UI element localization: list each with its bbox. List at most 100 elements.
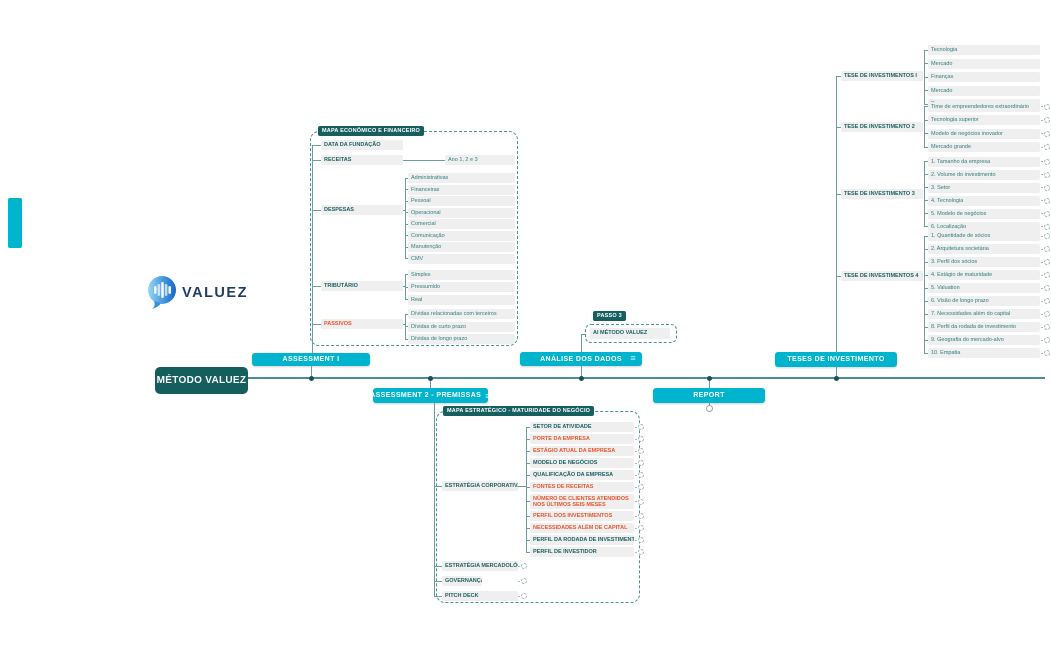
progress-circle-icon[interactable] [1044,103,1050,110]
topic-pill[interactable]: QUALIFICAÇÃO DA EMPRESA [530,470,634,480]
topic-pill[interactable]: PITCH DECK [442,591,518,601]
passo3-tag[interactable]: PASSO 3 [593,311,626,321]
topic-pill[interactable]: Real [408,294,515,305]
topic-pill[interactable]: 9. Geografia do mercado-alvo [928,335,1040,345]
root-topic-metodo-valuez[interactable]: MÉTODO VALUEZ [155,367,248,394]
topic-pill[interactable]: Financeiras [408,184,515,195]
topic-pill[interactable]: 2. Volume do investimento [928,169,1040,180]
progress-circle-icon[interactable] [1044,233,1050,239]
topic-pill[interactable]: 6. Localização [928,221,1040,232]
topic-despesas[interactable]: DESPESAS [321,205,403,215]
progress-circle-icon[interactable] [638,448,644,454]
branch-analise-dos-dados[interactable]: ANÁLISE DOS DADOS ≡ [520,352,642,366]
eco-map-title[interactable]: MAPA ECONÔMICO E FINANCEIRO [318,126,424,136]
topic-pill[interactable]: Simples [408,269,515,280]
branch-assessment-1[interactable]: ASSESSMENT I [252,353,370,366]
topic-pill[interactable]: PERFIL DA RODADA DE INVESTIMENTO [530,535,634,545]
progress-circle-icon[interactable] [638,537,644,543]
topic-pill[interactable]: 1. Tamanho da empresa [928,156,1040,167]
topic-ai-metodo-valuez[interactable]: AI MÉTODO VALUEZ [590,328,670,339]
topic-pill[interactable]: PERFIL DE INVESTIDOR [530,547,634,557]
ai-metodo-boundary[interactable] [585,324,677,343]
topic-pill[interactable]: Time de empreendedores extraordinário [928,101,1040,112]
progress-circle-icon[interactable] [638,513,644,519]
progress-circle-icon[interactable] [1044,197,1050,204]
progress-circle-icon[interactable] [1044,158,1050,165]
progress-circle-icon[interactable] [1044,210,1050,217]
topic-pill[interactable]: PERFIL DOS INVESTIMENTOS [530,511,634,521]
topic-tese-4[interactable]: TESE DE INVESTIMENTOS 4 [841,271,923,281]
topic-pill[interactable]: MODELO DE NEGÓCIOS [530,458,634,468]
topic-pill[interactable]: PORTE DA EMPRESA [530,434,634,444]
progress-circle-icon[interactable] [1044,259,1050,265]
menu-icon[interactable]: ≡ [485,390,491,401]
topic-pill[interactable]: Mercado grande [928,142,1040,152]
topic-pill[interactable]: ESTRATÉGIA MERCADOLÓGICA [442,561,518,571]
topic-data-fundacao[interactable]: DATA DA FUNDAÇÃO [321,140,403,150]
topic-pill[interactable]: NECESSIDADES ALÉM DE CAPITAL [530,523,634,533]
branch-assessment-2-premissas[interactable]: ASSESSMENT 2 - PREMISSAS ≡ [370,388,491,403]
branch-teses-de-investimento[interactable]: TESES DE INVESTIMENTO [775,352,897,367]
progress-circle-icon[interactable] [521,593,527,599]
progress-circle-icon[interactable] [638,460,644,466]
progress-circle-icon[interactable] [1044,311,1050,317]
progress-circle-icon[interactable] [638,498,644,505]
topic-pill[interactable]: Comercial [408,219,515,229]
expand-toggle-icon[interactable] [705,405,713,412]
topic-pill[interactable]: Mercado [928,85,1040,96]
progress-circle-icon[interactable] [1044,171,1050,178]
topic-pill[interactable]: 3. Setor [928,182,1040,193]
branch-report[interactable]: REPORT [653,388,765,403]
topic-pill[interactable]: Pressumido [408,282,515,292]
progress-circle-icon[interactable] [1044,117,1050,123]
topic-pill[interactable]: 2. Arquitetura societária [928,244,1040,254]
progress-circle-icon[interactable] [1044,298,1050,304]
progress-circle-icon[interactable] [638,436,644,442]
progress-circle-icon[interactable] [1044,246,1050,252]
side-panel-tab[interactable] [8,198,22,248]
progress-circle-icon[interactable] [1044,272,1050,278]
topic-pill[interactable]: 6. Visão de longo prazo [928,296,1040,306]
topic-pill[interactable]: NÚMERO DE CLIENTES ATENDIDOS NOS ÚLTIMOS… [530,494,634,509]
progress-circle-icon[interactable] [638,424,644,430]
topic-pill[interactable]: 8. Perfil da rodada de investimento [928,322,1040,332]
topic-pill[interactable]: Finanças [928,72,1040,82]
progress-circle-icon[interactable] [1044,337,1050,343]
topic-pill[interactable]: Tecnologia [928,45,1040,55]
topic-pill[interactable]: 4. Tecnologia [928,195,1040,206]
topic-pill[interactable]: Manutenção [408,242,515,252]
topic-tese-3[interactable]: TESE DE INVESTIMENTO 3 [841,189,923,199]
progress-circle-icon[interactable] [1044,184,1050,191]
topic-pill[interactable]: FONTES DE RECEITAS [530,482,634,492]
topic-estrategia-corporativa[interactable]: ESTRATÉGIA CORPORATIVA [442,481,518,491]
topic-pill[interactable]: ESTÁGIO ATUAL DA EMPRESA [530,446,634,456]
topic-pill[interactable]: Modelo de negócios inovador [928,128,1040,139]
topic-pill[interactable]: Dívidas relacionadas com terceiros [408,309,515,319]
topic-pill[interactable]: Dívidas de curto prazo [408,321,515,332]
progress-circle-icon[interactable] [638,472,644,478]
progress-circle-icon[interactable] [1044,144,1050,150]
topic-pill[interactable]: Dívidas de longo prazo [408,334,515,344]
progress-circle-icon[interactable] [1044,223,1050,230]
topic-pill[interactable]: Administrativas [408,173,515,183]
topic-pill[interactable]: Tecnologia superior [928,115,1040,125]
menu-icon[interactable]: ≡ [630,353,636,363]
progress-circle-icon[interactable] [1044,350,1050,356]
topic-tese-2[interactable]: TESE DE INVESTIMENTO 2 [841,122,923,132]
topic-pill[interactable]: 7. Necessidades além do capital [928,309,1040,319]
progress-circle-icon[interactable] [521,563,527,569]
topic-pill[interactable]: 3. Perfil dos sócios [928,257,1040,267]
topic-pill[interactable]: CMV [408,253,515,264]
topic-pill[interactable]: 5. Modelo de negócios [928,208,1040,219]
topic-pill[interactable]: Comunicação [408,230,515,241]
progress-circle-icon[interactable] [638,484,644,490]
topic-tese-1[interactable]: TESE DE INVESTIMENTOS I [841,71,923,81]
topic-pill[interactable]: Pessoal [408,196,515,206]
progress-circle-icon[interactable] [1044,130,1050,137]
topic-passivos[interactable]: PASSIVOS [321,319,403,329]
topic-receitas[interactable]: RECEITAS [321,155,403,165]
topic-pill[interactable]: 5. Valuation [928,283,1040,293]
topic-pill[interactable]: Mercado [928,58,1040,69]
topic-pill[interactable]: Operacional [408,207,515,218]
